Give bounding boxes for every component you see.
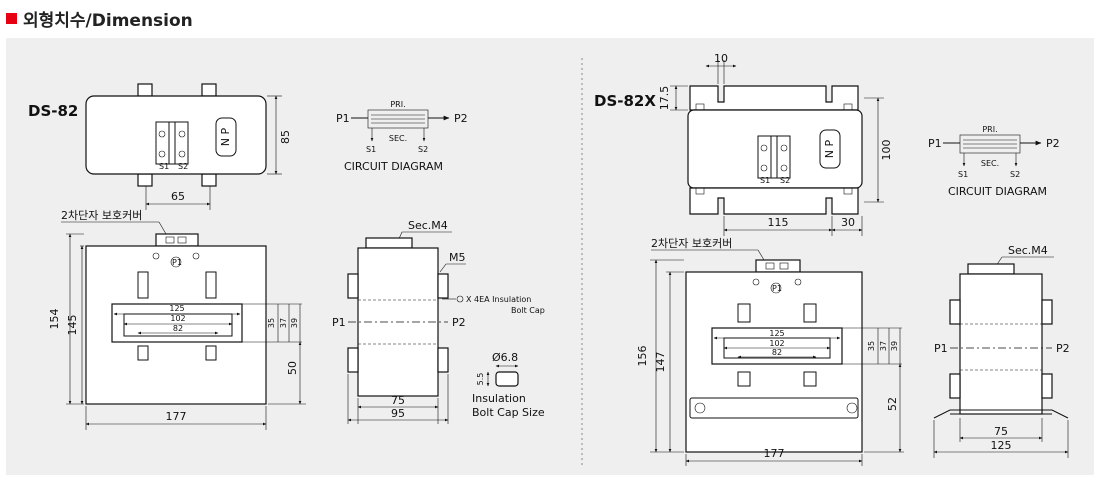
ds82-s1-label: S1 <box>159 162 169 171</box>
ds82x-np-label: N P <box>823 139 836 158</box>
ds82x-dim-102: 102 <box>769 339 784 348</box>
dimension-drawing: DS-82 S1 S2 N P 85 65 P1 P2 PRI. <box>28 52 1070 468</box>
ds82x-dim-52: 52 <box>886 397 899 411</box>
ds82-s2-label: S2 <box>178 162 188 171</box>
ds82-circuit-s2: S2 <box>418 145 428 154</box>
cap-height-label: 5.5 <box>476 373 485 386</box>
ds82-side-cap-note-1: X 4EA Insulation <box>466 295 531 304</box>
ds82-circuit-diagram: P1 P2 PRI. SEC. S1 S2 CIRCUIT DIAGRAM <box>336 100 468 173</box>
ds82-dim-102: 102 <box>170 314 185 323</box>
ds82-dim-50: 50 <box>286 361 299 375</box>
ds82-side-p1: P1 <box>332 316 346 329</box>
ds82-front-view: P1 125 102 82 154 145 35 37 39 50 <box>48 233 306 430</box>
ds82x-circuit-caption: CIRCUIT DIAGRAM <box>948 185 1047 198</box>
ds82-dim-85: 85 <box>279 130 292 144</box>
ds82x-circuit-s1: S1 <box>958 170 968 179</box>
ds82-circuit-p1: P1 <box>336 112 350 125</box>
ds82x-front-view: P1 125 102 82 156 147 35 37 39 52 <box>636 259 904 466</box>
ds82x-dim-156: 156 <box>636 346 649 367</box>
ds82x-dim-30: 30 <box>841 216 855 229</box>
model-label-ds82x: DS-82X <box>594 92 656 110</box>
ds82x-circuit-sec: SEC. <box>981 159 999 168</box>
ds82x-dim-125: 125 <box>769 329 784 338</box>
ds82x-cover-label: 2차단자 보호커버 <box>651 237 732 250</box>
ds82-circuit-sec: SEC. <box>389 134 407 143</box>
ds82-front-p1-mark: P1 <box>172 258 182 267</box>
ds82-top-view: S1 S2 N P 85 65 <box>85 83 292 210</box>
ds82-circuit-caption: CIRCUIT DIAGRAM <box>344 160 443 173</box>
cap-caption-2: Bolt Cap Size <box>472 406 545 419</box>
ds82-side-m5-label: M5 <box>449 251 466 264</box>
ds82-side-dim-95: 95 <box>391 407 405 420</box>
ds82-circuit-s1: S1 <box>366 145 376 154</box>
section-header: 외형치수/Dimension <box>6 6 193 31</box>
section-title: 외형치수/Dimension <box>23 10 193 31</box>
ds82x-dim-115: 115 <box>768 216 789 229</box>
ds82x-side-dim-75: 75 <box>994 425 1008 438</box>
ds82x-dim-100: 100 <box>880 140 893 161</box>
ds82x-side-dim-125: 125 <box>991 439 1012 452</box>
red-square-icon <box>6 12 17 24</box>
ds82-circuit-pri: PRI. <box>390 100 405 109</box>
ds82x-dim-39: 39 <box>890 341 899 351</box>
cap-dia-label: Ø6.8 <box>492 351 518 364</box>
ds82-side-cap-note-2: Bolt Cap <box>511 306 545 315</box>
ds82x-dim-177: 177 <box>764 447 785 460</box>
ds82x-circuit-p2: P2 <box>1046 137 1060 150</box>
ds82-np-label: N P <box>219 127 232 146</box>
ds82x-circuit-p1: P1 <box>928 137 942 150</box>
ds82x-side-view: Sec.M4 P1 P2 75 125 <box>933 244 1070 458</box>
ds82-side-dim-75: 75 <box>391 394 405 407</box>
ds82x-dim-17-5: 17.5 <box>658 86 671 111</box>
ds82-dim-35: 35 <box>267 318 276 328</box>
model-label-ds82: DS-82 <box>28 102 78 120</box>
cap-caption-1: Insulation <box>472 392 526 405</box>
ds82x-dim-82: 82 <box>772 348 782 357</box>
ds82x-top-view: S1 S2 N P 10 17.5 100 115 30 <box>658 52 893 236</box>
ds82x-side-p1: P1 <box>934 342 948 355</box>
ds82x-s2-label: S2 <box>780 176 790 185</box>
ds82x-side-sec-label: Sec.M4 <box>1008 244 1048 257</box>
ds82x-dim-37: 37 <box>879 341 888 351</box>
ds82x-circuit-pri: PRI. <box>982 125 997 134</box>
ds82x-circuit-s2: S2 <box>1010 170 1020 179</box>
ds82-dim-39: 39 <box>290 318 299 328</box>
ds82-dim-154: 154 <box>48 309 61 330</box>
ds82x-dim-147: 147 <box>654 352 667 373</box>
ds82x-dim-10: 10 <box>714 52 728 65</box>
ds82x-dim-35: 35 <box>867 341 876 351</box>
ds82-side-view: Sec.M4 M5 X 4EA Insulation Bolt Cap P1 P… <box>332 219 545 424</box>
ds82x-front-p1-mark: P1 <box>772 284 782 293</box>
ds82-dim-125: 125 <box>169 304 184 313</box>
ds82-dim-177: 177 <box>166 410 187 423</box>
ds82-circuit-p2: P2 <box>454 112 468 125</box>
ds82-dim-37: 37 <box>279 318 288 328</box>
ds82-dim-82: 82 <box>173 324 183 333</box>
ds82-dim-65: 65 <box>171 190 185 203</box>
ds82-cover-label: 2차단자 보호커버 <box>61 209 142 222</box>
bolt-cap-size: Ø6.8 5.5 Insulation Bolt Cap Size <box>472 351 545 419</box>
dimension-panel: DS-82 S1 S2 N P 85 65 P1 P2 PRI. <box>6 38 1094 475</box>
ds82-side-sec-label: Sec.M4 <box>408 219 448 232</box>
ds82x-circuit-diagram: P1 P2 PRI. SEC. S1 S2 CIRCUIT DIAGRAM <box>928 125 1060 198</box>
ds82-side-p2: P2 <box>452 316 466 329</box>
ds82x-s1-label: S1 <box>760 176 770 185</box>
ds82-dim-145: 145 <box>66 315 79 336</box>
ds82x-side-p2: P2 <box>1056 342 1070 355</box>
